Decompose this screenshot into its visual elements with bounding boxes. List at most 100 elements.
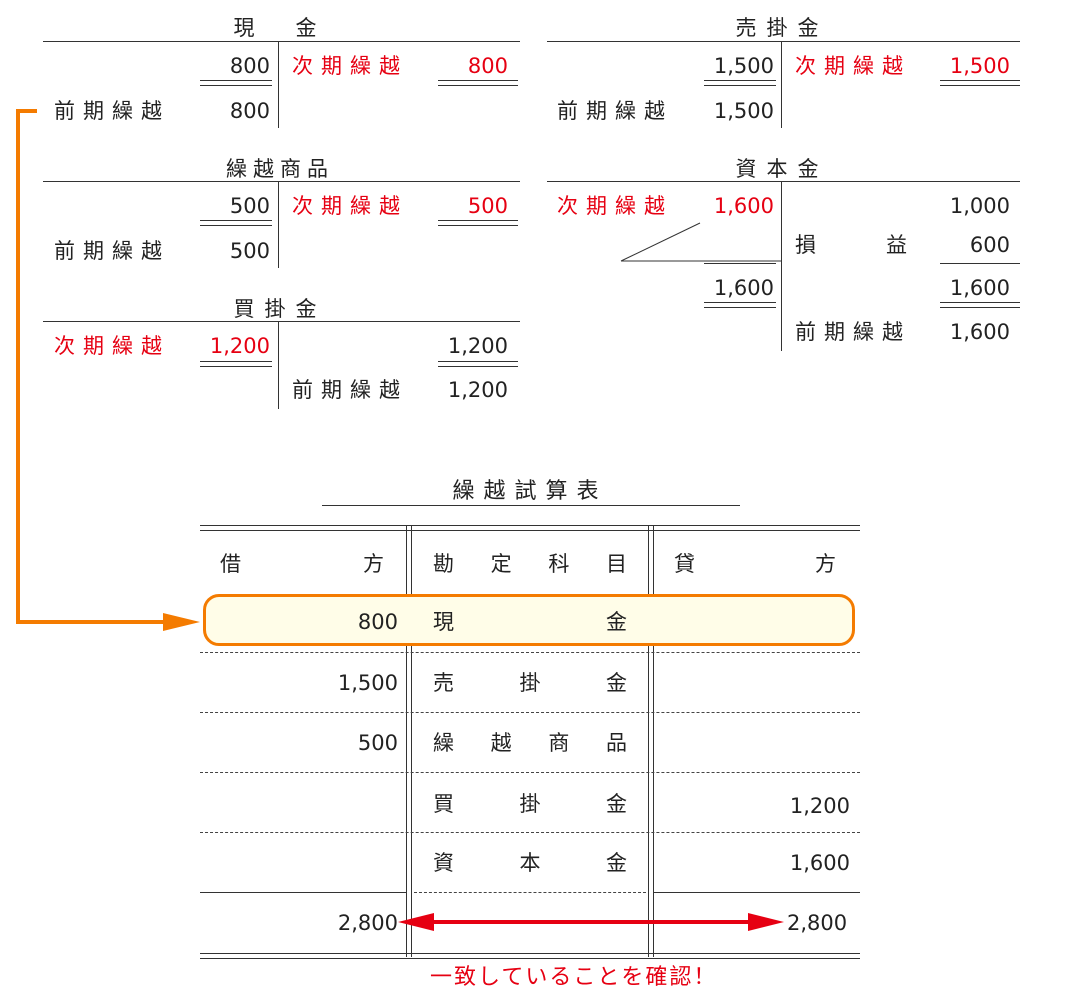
ledger-receivables-title: 売掛金 bbox=[735, 16, 829, 40]
ledger-capital-cr-sum-line bbox=[940, 263, 1020, 264]
credit-sum-line bbox=[654, 892, 860, 893]
row-receivables-account-char-1: 売 bbox=[433, 671, 454, 695]
row-capital-credit: 1,600 bbox=[789, 851, 850, 875]
ledger-cash-brought-label: 前期繰越 bbox=[54, 99, 170, 123]
total-credit: 2,800 bbox=[787, 911, 848, 935]
row-cash-account-char-2: 金 bbox=[606, 610, 627, 634]
header-account-char-1: 勘 bbox=[433, 552, 454, 576]
ledger-capital-cr-amount: 1,000 bbox=[949, 194, 1010, 218]
ledger-cash-title: 現 金 bbox=[233, 16, 327, 40]
row-inventory-account-char-1: 繰 bbox=[433, 731, 454, 755]
ledger-receivables-carry-amount: 1,500 bbox=[949, 54, 1010, 78]
header-account: 勘 定 科 目 bbox=[433, 552, 627, 576]
header-account-char-2: 定 bbox=[490, 552, 512, 576]
header-debit-char-2: 方 bbox=[363, 552, 384, 576]
row-capital-account-char-2: 本 bbox=[519, 851, 541, 875]
ledger-inventory-carry-label: 次期繰越 bbox=[292, 194, 408, 218]
ledger-receivables-cr-double-rule bbox=[940, 80, 1020, 86]
trial-balance-title: 繰越試算表 bbox=[452, 479, 608, 504]
debit-sum-line bbox=[200, 892, 406, 893]
row-inventory-account-char-2: 越 bbox=[490, 731, 512, 755]
row-payables-account: 買 掛 金 bbox=[433, 792, 627, 816]
ledger-capital-profit-label: 損益 bbox=[795, 233, 907, 257]
ledger-payables-cr-double-rule bbox=[438, 361, 518, 367]
cash-row-highlight bbox=[203, 594, 855, 646]
row-inventory-account-char-4: 品 bbox=[605, 731, 627, 755]
row-payables-credit: 1,200 bbox=[789, 794, 850, 818]
ledger-receivables-brought-label: 前期繰越 bbox=[557, 99, 673, 123]
header-account-char-4: 目 bbox=[605, 552, 627, 576]
row-capital-account-char-1: 資 bbox=[433, 851, 454, 875]
ledger-inventory-title: 繰越商品 bbox=[226, 157, 334, 181]
ledger-cash-dr-amount: 800 bbox=[229, 54, 270, 78]
ledger-capital-top-line bbox=[547, 181, 1020, 182]
ledger-capital-divider bbox=[781, 181, 782, 351]
ledger-cash-cr-double-rule bbox=[438, 80, 518, 86]
ledger-capital-dr-sum-line bbox=[704, 263, 776, 264]
row-payables-account-char-3: 金 bbox=[606, 792, 627, 816]
ledger-capital-dr-total: 1,600 bbox=[713, 276, 774, 300]
header-debit-char-1: 借 bbox=[220, 552, 241, 576]
trial-balance-top-rule bbox=[200, 525, 860, 531]
trial-balance-title-underline bbox=[322, 505, 740, 506]
ledger-cash-divider bbox=[278, 41, 279, 128]
trial-balance-col-rule-1a bbox=[406, 525, 407, 957]
row-cash-account: 現 金 bbox=[433, 610, 627, 634]
header-credit-char-1: 貸 bbox=[674, 552, 695, 576]
ledger-payables-cr-amount: 1,200 bbox=[447, 334, 508, 358]
row-cash-debit: 800 bbox=[357, 610, 398, 634]
ledger-capital-brought-label: 前期繰越 bbox=[795, 320, 911, 344]
ledger-receivables-dr-amount: 1,500 bbox=[713, 54, 774, 78]
row-receivables-account: 売 掛 金 bbox=[433, 671, 627, 695]
ledger-inventory-brought-label: 前期繰越 bbox=[54, 239, 170, 263]
ledger-receivables-dr-double-rule bbox=[704, 80, 776, 86]
ledger-capital-carry-amount: 1,600 bbox=[713, 194, 774, 218]
ledger-capital-brought-amount: 1,600 bbox=[949, 320, 1010, 344]
row-receivables-account-char-2: 掛 bbox=[519, 671, 541, 695]
ledger-payables-top-line bbox=[43, 321, 520, 322]
ledger-capital-cr-total: 1,600 bbox=[949, 276, 1010, 300]
ledger-payables-brought-amount: 1,200 bbox=[447, 378, 508, 402]
row-separator bbox=[200, 832, 860, 833]
row-cash-account-char-1: 現 bbox=[433, 610, 454, 634]
header-debit: 借 方 bbox=[220, 552, 384, 576]
row-inventory-account-char-3: 商 bbox=[548, 731, 570, 755]
ledger-inventory-cr-double-rule bbox=[438, 220, 518, 226]
ledger-payables-carry-amount: 1,200 bbox=[209, 334, 270, 358]
ledger-capital-diagonal bbox=[620, 222, 701, 262]
ledger-inventory-dr-amount: 500 bbox=[229, 194, 270, 218]
row-receivables-debit: 1,500 bbox=[337, 671, 398, 695]
ledger-receivables-divider bbox=[781, 41, 782, 128]
account-col-dash bbox=[414, 892, 646, 893]
header-credit-char-2: 方 bbox=[815, 552, 836, 576]
ledger-payables-carry-label: 次期繰越 bbox=[54, 334, 170, 358]
ledger-inventory-carry-amount: 500 bbox=[467, 194, 508, 218]
ledger-cash-brought-amount: 800 bbox=[229, 99, 270, 123]
ledger-cash-carry-amount: 800 bbox=[467, 54, 508, 78]
row-capital-account: 資 本 金 bbox=[433, 851, 627, 875]
row-payables-account-char-2: 掛 bbox=[519, 792, 541, 816]
ledger-cash-carry-label: 次期繰越 bbox=[292, 54, 408, 78]
row-separator bbox=[200, 772, 860, 773]
row-capital-account-char-3: 金 bbox=[606, 851, 627, 875]
ledger-payables-title: 買掛金 bbox=[233, 297, 327, 321]
ledger-cash-top-line bbox=[43, 41, 520, 42]
ledger-capital-dr-double-rule bbox=[704, 302, 776, 308]
header-account-char-3: 科 bbox=[548, 552, 570, 576]
ledger-capital-profit-amount: 600 bbox=[969, 233, 1010, 257]
ledger-inventory-dr-double-rule bbox=[200, 220, 272, 226]
orange-arrowhead-icon bbox=[163, 613, 200, 631]
row-inventory-debit: 500 bbox=[357, 731, 398, 755]
left-arrowhead-icon bbox=[398, 913, 434, 931]
ledger-receivables-brought-amount: 1,500 bbox=[713, 99, 774, 123]
ledger-inventory-top-line bbox=[43, 181, 520, 182]
ledger-inventory-divider bbox=[278, 181, 279, 268]
row-separator bbox=[200, 652, 860, 653]
ledger-payables-divider bbox=[278, 321, 279, 409]
ledger-cash-dr-double-rule bbox=[200, 80, 272, 86]
row-inventory-account: 繰 越 商 品 bbox=[433, 731, 627, 755]
orange-pointer-line bbox=[16, 109, 165, 624]
total-debit: 2,800 bbox=[337, 911, 398, 935]
ledger-capital-cr-double-rule bbox=[940, 302, 1020, 308]
